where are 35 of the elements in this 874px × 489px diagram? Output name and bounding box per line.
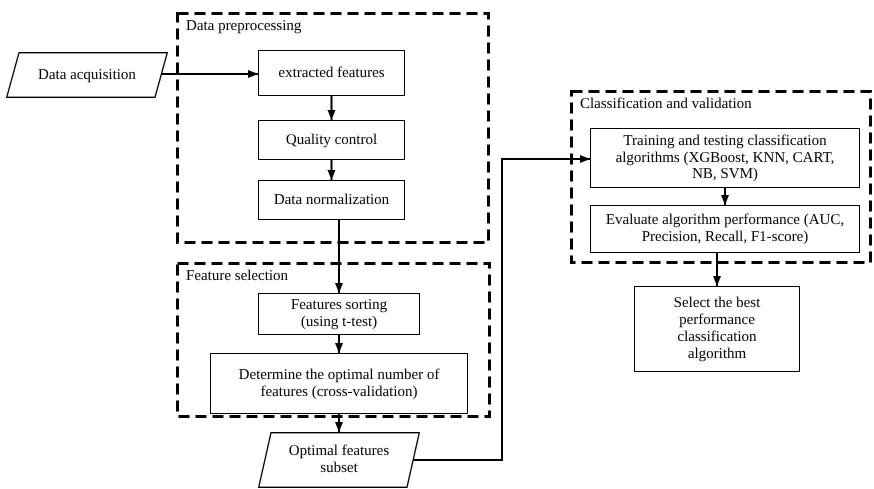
process-box <box>258 180 405 220</box>
process-box <box>590 205 860 253</box>
step-text: Optimal features subset <box>288 443 390 477</box>
process-box <box>258 50 405 96</box>
step-text: Training and testing classification algorithms (XGBoost, KNN, CART, NB, SVM) <box>614 132 836 184</box>
arrow <box>335 335 343 353</box>
arrow <box>335 220 343 293</box>
arrow <box>412 155 590 461</box>
step-text: extracted features <box>278 64 385 82</box>
step-text: Quality control <box>286 132 378 148</box>
step-text: Data normalization <box>274 192 390 208</box>
process-box <box>210 353 468 414</box>
group-title: Feature selection <box>186 268 288 285</box>
process-box <box>258 293 420 335</box>
group-title: Data preprocessing <box>186 18 302 35</box>
dashed-group-frame <box>176 262 491 418</box>
dashed-group-frame <box>176 12 490 244</box>
dashed-group-frame <box>570 90 872 264</box>
process-box <box>634 286 800 372</box>
step-text: Evaluate algorithm performance (AUC, Precision, Recall, F1-score) <box>604 212 846 246</box>
arrow <box>713 253 721 286</box>
arrow <box>160 70 258 78</box>
step-text: Features sorting (using t-test) <box>290 297 388 331</box>
process-box <box>590 128 860 188</box>
arrow <box>328 160 336 180</box>
step-text: Select the best performance classification algorithm <box>672 295 762 363</box>
arrow <box>328 96 336 120</box>
arrow <box>721 188 729 205</box>
step-text: Data acquisition <box>38 66 136 84</box>
data-parallelogram <box>258 432 420 488</box>
data-parallelogram <box>6 52 168 98</box>
group-title: Classification and validation <box>580 96 752 113</box>
process-box <box>258 120 405 160</box>
step-text: Determine the optimal number of features (cross-validation) <box>238 366 440 400</box>
arrow <box>335 414 343 432</box>
